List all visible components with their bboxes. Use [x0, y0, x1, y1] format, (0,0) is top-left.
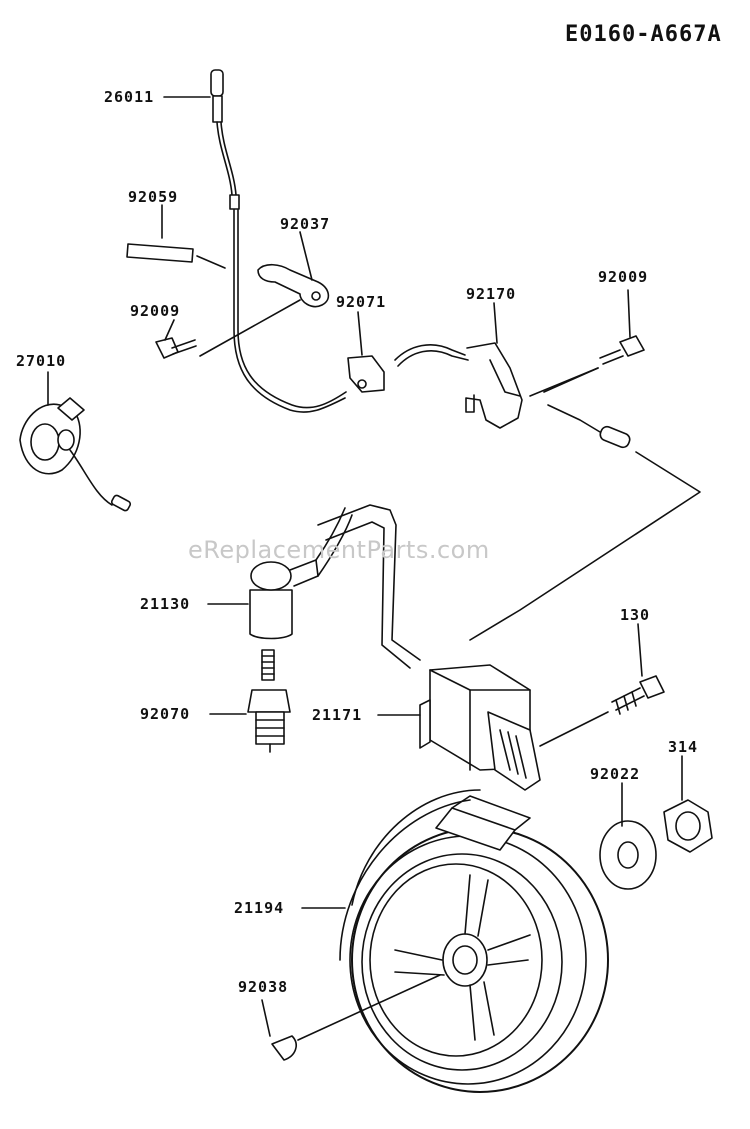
part-label-27010: 27010 [16, 352, 67, 370]
high-tension-lead [317, 504, 421, 669]
bolt-left [155, 319, 197, 359]
diagram-code: E0160-A667A [565, 22, 722, 47]
part-label-21130: 21130 [140, 595, 191, 613]
part-label-314: 314 [668, 738, 699, 756]
pin [126, 204, 226, 269]
stop-switch-wire [163, 69, 347, 413]
stop-switch [19, 371, 132, 512]
spark-plug [209, 649, 291, 753]
washer [599, 782, 657, 890]
watermark: eReplacementParts.com [188, 536, 490, 564]
woodruff-key [261, 974, 441, 1061]
part-label-92022: 92022 [590, 765, 641, 783]
part-label-92009-left: 92009 [130, 302, 181, 320]
part-label-130: 130 [620, 606, 651, 624]
part-label-21171: 21171 [312, 706, 363, 724]
plug-cap [207, 507, 353, 640]
part-label-92009-right: 92009 [598, 268, 649, 286]
bracket [394, 302, 523, 429]
part-label-92071: 92071 [336, 293, 387, 311]
part-label-26011: 26011 [104, 88, 155, 106]
clip [347, 311, 385, 393]
part-label-21194: 21194 [234, 899, 285, 917]
part-label-92037: 92037 [280, 215, 331, 233]
ignition-coil [377, 664, 541, 791]
part-label-92038: 92038 [238, 978, 289, 996]
part-label-92170: 92170 [466, 285, 517, 303]
coil-bolt [539, 623, 665, 747]
clamp [199, 231, 330, 357]
part-label-92070: 92070 [140, 705, 191, 723]
ground-lead [469, 404, 701, 641]
bolt-right [529, 289, 645, 397]
flywheel [301, 789, 609, 1093]
part-label-92059: 92059 [128, 188, 179, 206]
nut [663, 755, 713, 853]
